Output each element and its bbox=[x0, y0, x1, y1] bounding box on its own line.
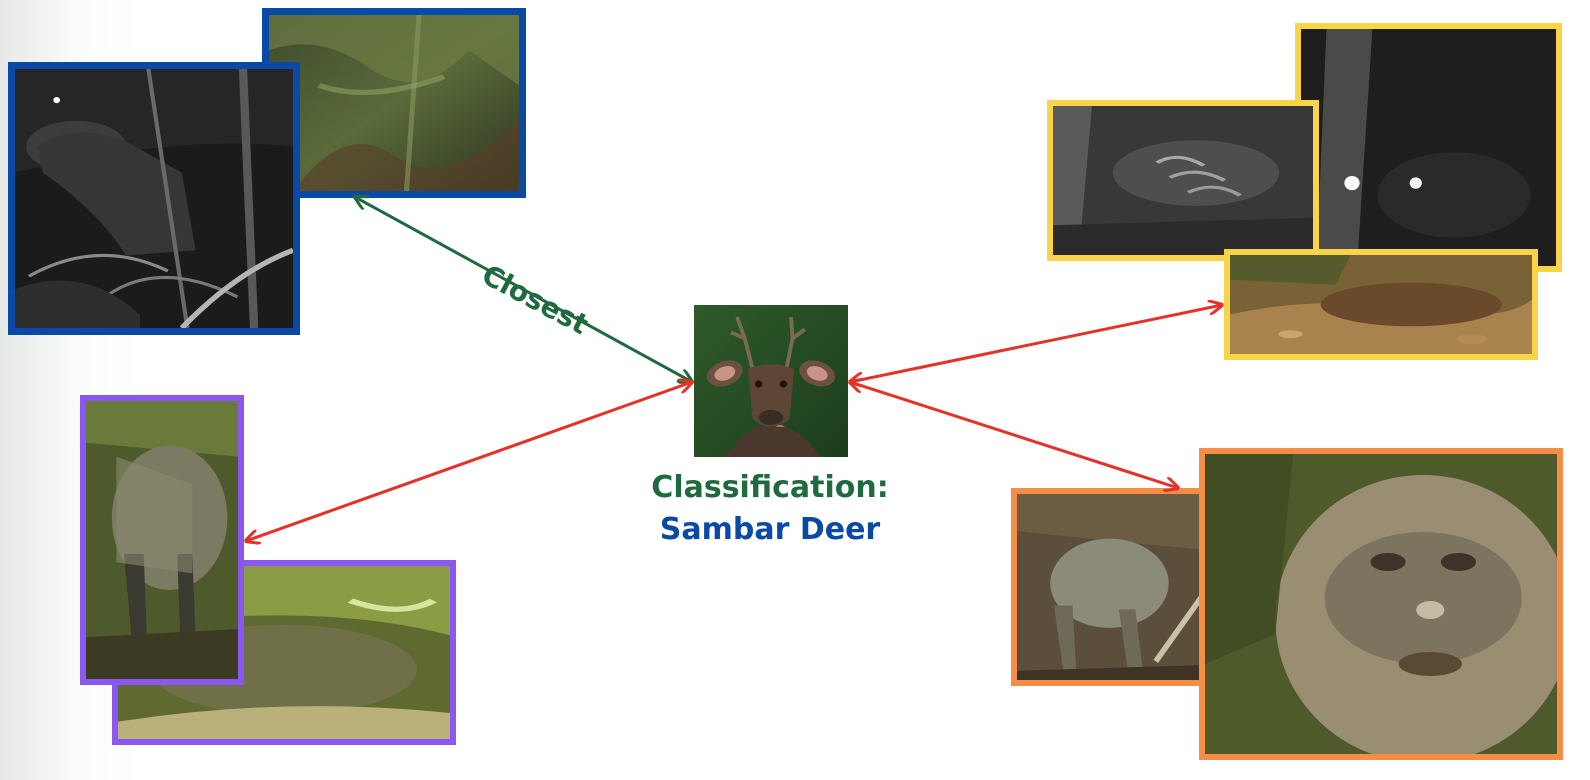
arrow-to-orange-group bbox=[850, 382, 1178, 488]
arrow-to-purple-group bbox=[246, 382, 692, 541]
blue-group-photo-back bbox=[262, 8, 526, 198]
yellow-group-photo-middle bbox=[1047, 100, 1319, 261]
blue-group-photo-front bbox=[8, 62, 300, 335]
query-image-sambar-deer bbox=[694, 305, 848, 457]
purple-group-photo-front bbox=[80, 395, 244, 685]
orange-group-photo-front bbox=[1199, 448, 1563, 760]
yellow-group-photo-front bbox=[1224, 249, 1538, 360]
classification-label: Classification: bbox=[651, 470, 889, 505]
yellow-group-photo-back bbox=[1295, 23, 1562, 272]
arrow-to-yellow-group bbox=[850, 305, 1222, 382]
orange-group-photo-back bbox=[1011, 488, 1208, 686]
closest-arrow bbox=[355, 197, 692, 382]
classification-species: Sambar Deer bbox=[659, 512, 881, 547]
